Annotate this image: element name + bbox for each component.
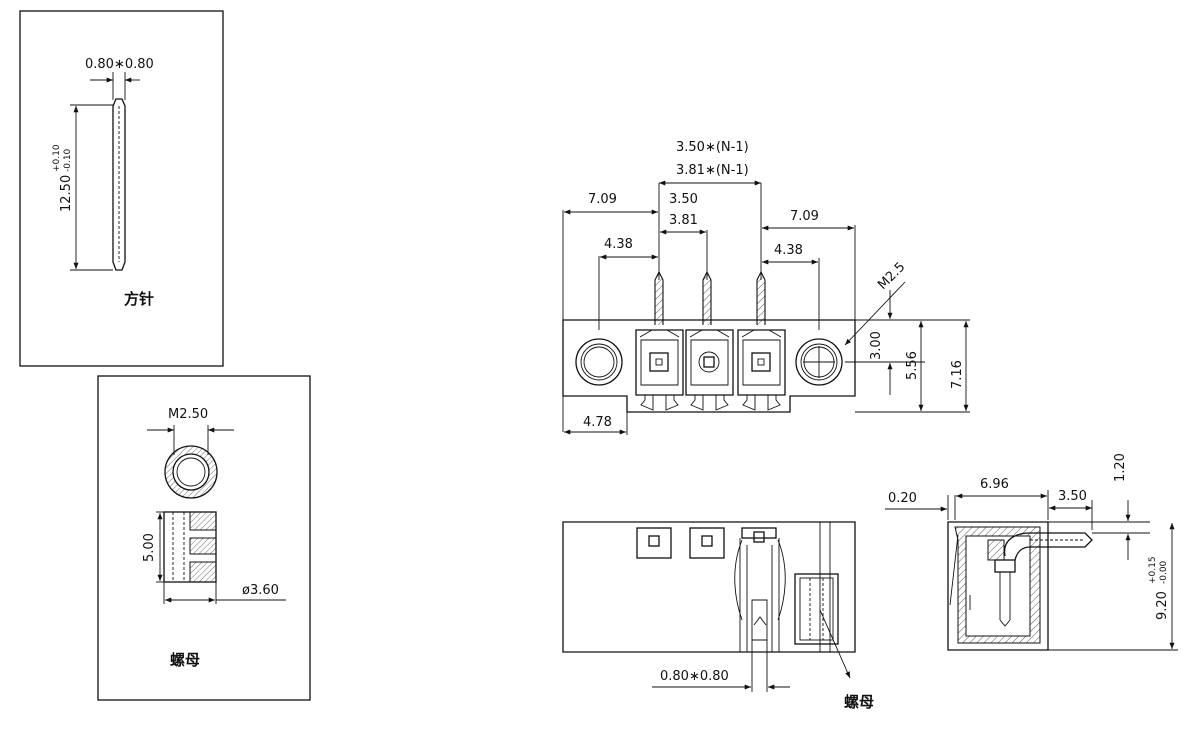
nut-thread-dim: M2.50 xyxy=(168,407,208,422)
front-pins xyxy=(654,270,766,325)
nut-panel: M2.50 5.00 ø3.60 螺母 xyxy=(97,375,311,701)
pin-panel-frame xyxy=(19,10,224,367)
connector-housing-front xyxy=(562,319,856,413)
dim-3-50: 3.50 xyxy=(1058,489,1087,504)
flange-right-dim: 7.09 xyxy=(790,209,819,224)
dim-5-56: 5.56 xyxy=(905,351,920,380)
pitch-b-dim: 3.81 xyxy=(669,213,698,228)
bottom-nut-label: 螺母 xyxy=(844,693,874,711)
pin-panel: 0.80∗0.80 12.50 +0.10 -0.10 方针 xyxy=(19,10,224,367)
connector-housing-bottom xyxy=(562,521,856,653)
front-view: 3.50∗(N-1) 3.81∗(N-1) 7.09 3.50 3.81 7.0… xyxy=(562,140,970,435)
pitch-a-dim: 3.50 xyxy=(669,192,698,207)
bottom-pin-section-dim: 0.80∗0.80 xyxy=(660,669,729,684)
screw-thread-label: M2.5 xyxy=(875,260,908,293)
pin-length-tol-lower: -0.10 xyxy=(63,148,73,172)
nut-in-housing xyxy=(794,573,839,645)
hole-offset-left-dim: 4.38 xyxy=(604,237,633,252)
dim-3-00: 3.00 xyxy=(869,331,884,360)
nut-label: 螺母 xyxy=(170,651,200,669)
bottom-view: 螺母 0.80∗0.80 xyxy=(562,521,874,711)
dim-9-20-tol-lower: -0.00 xyxy=(1159,560,1169,584)
dim-1-20: 1.20 xyxy=(1113,453,1128,482)
nut-height-dim: 5.00 xyxy=(142,533,157,562)
hole-offset-right-dim: 4.38 xyxy=(774,243,803,258)
square-pin xyxy=(112,98,126,271)
pin-label: 方针 xyxy=(124,290,154,308)
flange-left-dim: 7.09 xyxy=(588,192,617,207)
pin-length-tol-upper: +0.10 xyxy=(52,144,62,172)
terminal-cells xyxy=(635,329,786,411)
dim-6-96: 6.96 xyxy=(980,477,1009,492)
dim-7-16: 7.16 xyxy=(950,360,965,389)
nut-panel-frame xyxy=(97,375,311,701)
pin-length-dim: 12.50 xyxy=(59,175,74,212)
nut-diameter-dim: ø3.60 xyxy=(242,583,279,598)
dim-9-20: 9.20 xyxy=(1155,591,1170,620)
mounting-hole-right xyxy=(795,338,843,386)
pitch-b-formula: 3.81∗(N-1) xyxy=(676,163,749,178)
side-pin xyxy=(1003,532,1093,561)
dim-0-20: 0.20 xyxy=(888,491,917,506)
dim-4-78: 4.78 xyxy=(583,415,612,430)
dim-9-20-tol-upper: +0.15 xyxy=(1148,556,1158,584)
pitch-a-formula: 3.50∗(N-1) xyxy=(676,140,749,155)
pin-section-dim: 0.80∗0.80 xyxy=(85,57,154,72)
nut-side-view xyxy=(163,511,217,583)
side-view: 0.20 6.96 3.50 1.20 9.20 +0.15 -0.00 xyxy=(885,453,1178,651)
mounting-hole-left xyxy=(575,338,623,386)
